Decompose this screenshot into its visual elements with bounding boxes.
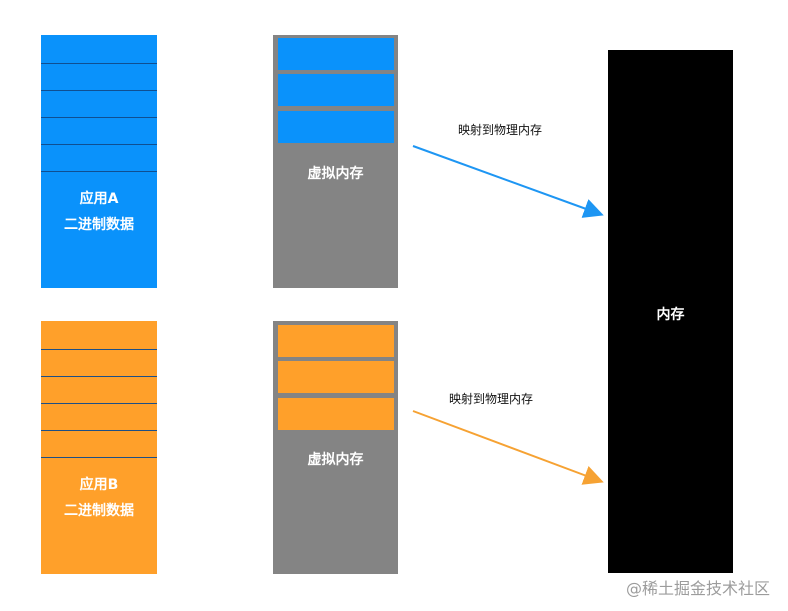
virtual-page bbox=[278, 74, 394, 106]
app-a-divider bbox=[41, 117, 157, 118]
virtual-page bbox=[278, 38, 394, 70]
virtual-memory-b-label: 虚拟内存 bbox=[307, 452, 364, 468]
app-b-divider bbox=[41, 430, 157, 431]
app-b-binary-block: 应用B 二进制数据 bbox=[41, 321, 157, 574]
app-b-divider bbox=[41, 376, 157, 377]
mapping-a-label: 映射到物理内存 bbox=[458, 123, 543, 137]
app-a-divider bbox=[41, 63, 157, 64]
app-a-divider bbox=[41, 144, 157, 145]
virtual-page bbox=[278, 325, 394, 357]
app-a-label: 应用A 二进制数据 bbox=[41, 186, 157, 238]
virtual-memory-a: 虚拟内存 bbox=[273, 35, 398, 288]
app-b-subtitle: 二进制数据 bbox=[64, 503, 134, 519]
app-a-divider bbox=[41, 171, 157, 172]
physical-memory-label: 内存 bbox=[656, 307, 685, 323]
virtual-page bbox=[278, 361, 394, 393]
virtual-memory-a-label: 虚拟内存 bbox=[307, 166, 364, 182]
app-b-divider bbox=[41, 457, 157, 458]
physical-memory: 内存 bbox=[608, 50, 733, 573]
mapping-b-arrow bbox=[412, 410, 604, 485]
watermark: @稀土掘金技术社区 bbox=[625, 579, 770, 598]
app-a-binary-block: 应用A 二进制数据 bbox=[41, 35, 157, 288]
virtual-memory-b: 虚拟内存 bbox=[273, 321, 398, 574]
virtual-page bbox=[278, 111, 394, 143]
app-b-divider bbox=[41, 349, 157, 350]
app-b-title: 应用B bbox=[79, 477, 119, 493]
app-a-subtitle: 二进制数据 bbox=[64, 217, 134, 233]
app-b-divider bbox=[41, 403, 157, 404]
virtual-page bbox=[278, 398, 394, 430]
app-a-title: 应用A bbox=[79, 191, 119, 207]
app-a-divider bbox=[41, 90, 157, 91]
mapping-b-label: 映射到物理内存 bbox=[449, 392, 534, 406]
mapping-a-arrow bbox=[412, 145, 604, 218]
app-b-label: 应用B 二进制数据 bbox=[41, 472, 157, 524]
